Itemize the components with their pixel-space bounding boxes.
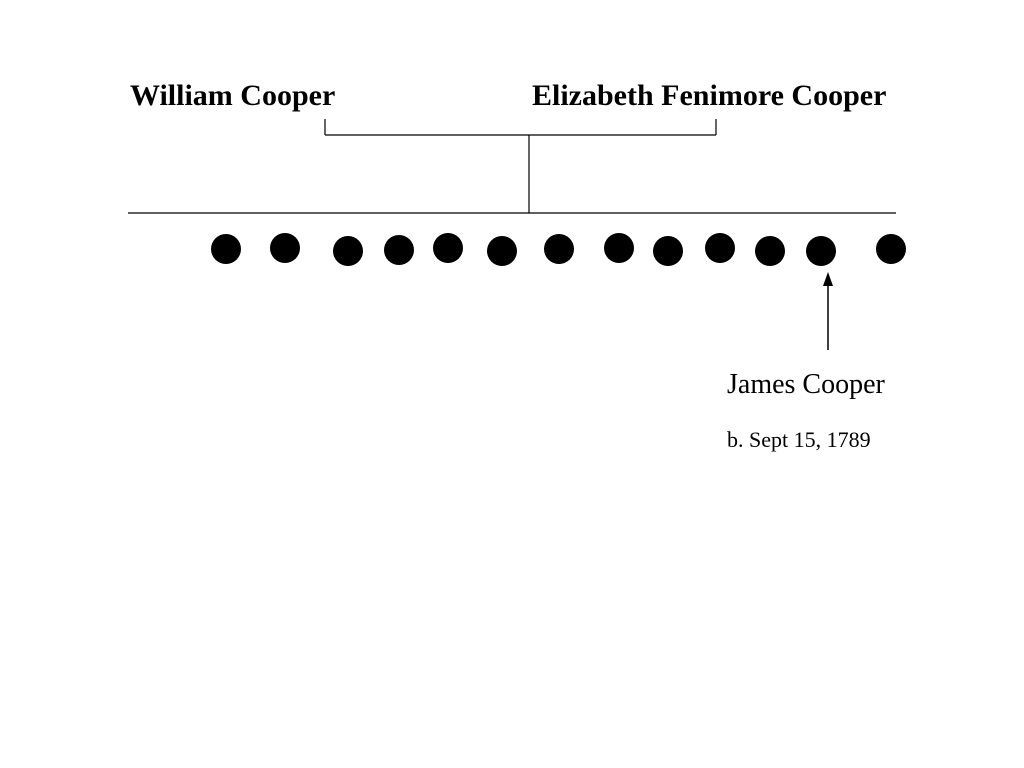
child-node [876,234,906,264]
child-node [705,233,735,263]
child-node [333,236,363,266]
child-node [604,233,634,263]
child-node [544,234,574,264]
child-node [211,234,241,264]
child-node [270,233,300,263]
father-name: William Cooper [130,79,336,112]
mother-name: Elizabeth Fenimore Cooper [532,79,887,112]
child-node [384,235,414,265]
children-nodes [211,233,906,266]
pointer-arrowhead [823,272,833,286]
highlighted-child-name: James Cooper [727,369,885,400]
child-node [487,236,517,266]
child-node [653,236,683,266]
child-node [433,233,463,263]
child-node-highlighted [806,236,836,266]
highlighted-child-birth: b. Sept 15, 1789 [727,427,871,452]
child-node [755,236,785,266]
